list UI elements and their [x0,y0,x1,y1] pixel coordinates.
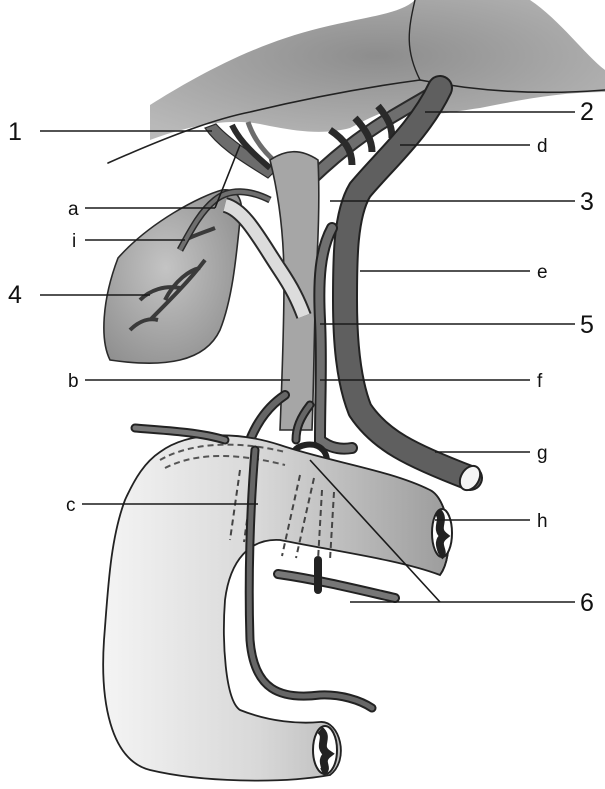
duodenum [103,435,452,780]
label-b: b [68,371,79,392]
label-c: c [66,495,76,516]
right-hepatic-branches [205,122,278,178]
label-e: e [537,262,548,283]
label-3: 3 [580,188,594,216]
label-i: i [72,231,76,252]
label-f: f [537,371,543,392]
label-6: 6 [580,589,594,617]
label-5: 5 [580,311,594,339]
label-2: 2 [580,98,594,126]
label-g: g [537,443,548,464]
vessel-e [345,88,484,494]
label-d: d [537,136,548,157]
label-4: 4 [8,281,22,309]
label-h: h [537,511,548,532]
label-1: 1 [8,118,22,146]
label-a: a [68,199,79,220]
